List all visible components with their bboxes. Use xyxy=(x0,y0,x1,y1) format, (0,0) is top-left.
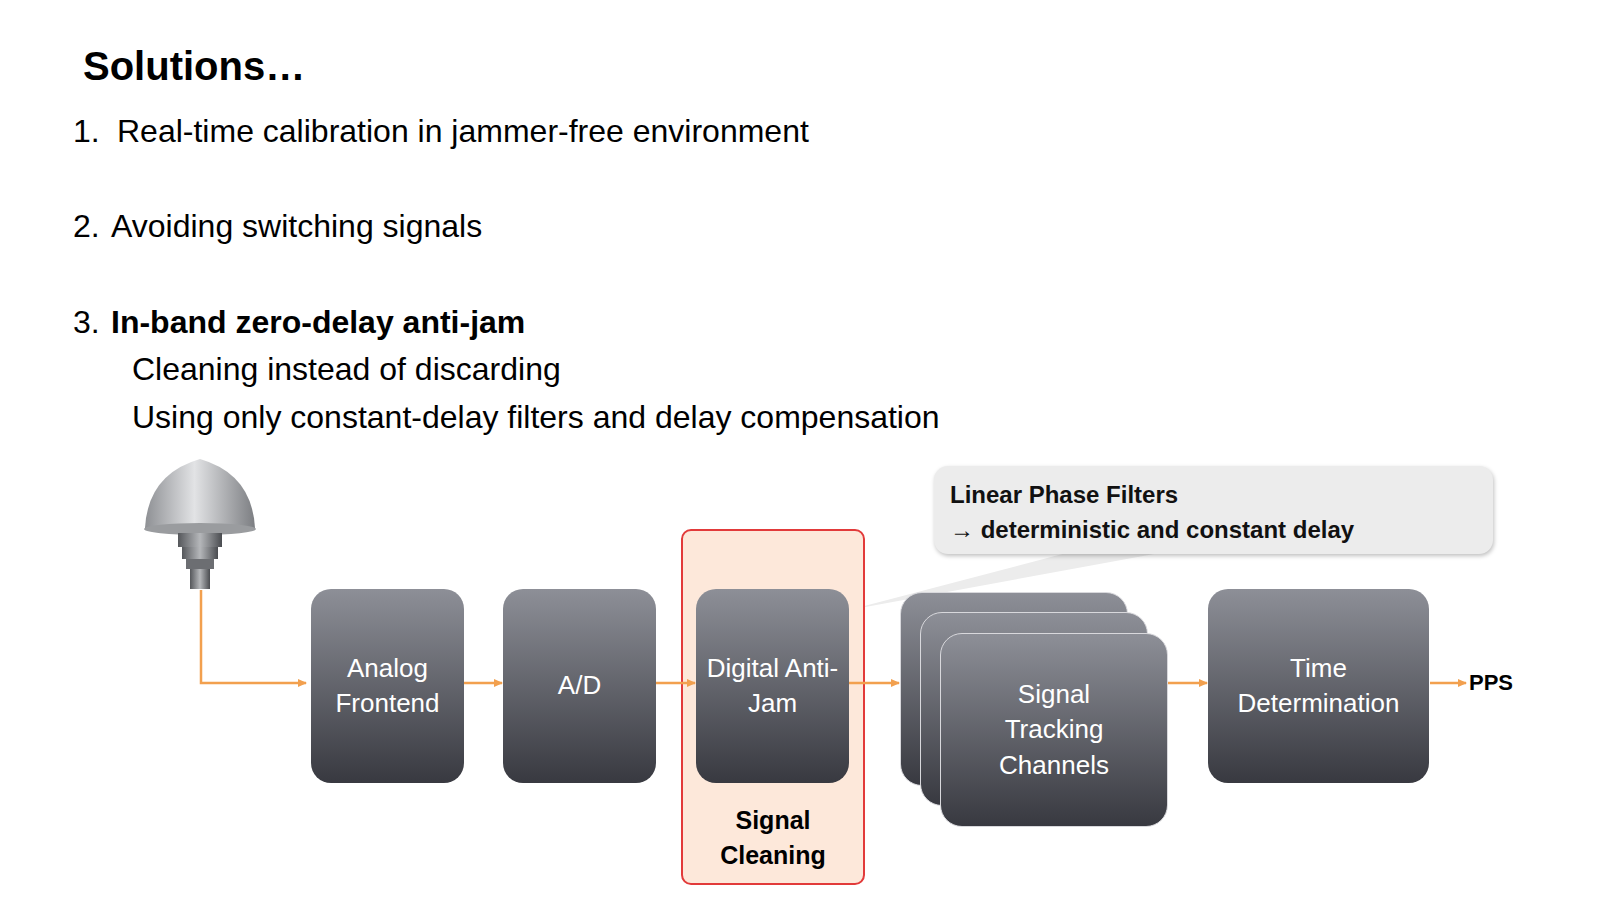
box-label: Analog Frontend xyxy=(317,651,458,721)
callout-bubble: Linear Phase Filters→ deterministic and … xyxy=(934,466,1493,554)
box-text-group: Digital Anti-Jam xyxy=(702,651,843,721)
list-item: Avoiding switching signals xyxy=(111,207,482,245)
flow-arrow xyxy=(1168,682,1207,685)
pps-output-arrow xyxy=(1430,682,1466,685)
box-text-group: A/D xyxy=(558,668,601,703)
list-number: 2. xyxy=(73,207,100,245)
process-box: Digital Anti-Jam xyxy=(696,589,849,783)
box-text-group: Time Determination xyxy=(1214,651,1423,721)
band-label: Signal Cleaning xyxy=(683,803,863,873)
box-label: Signal Tracking Channels xyxy=(991,677,1117,782)
list-item: Real-time calibration in jammer-free env… xyxy=(117,112,809,150)
slide-title: Solutions… xyxy=(83,42,305,90)
antenna-illustration xyxy=(144,459,256,589)
callout-text: Linear Phase Filters xyxy=(950,478,1477,513)
box-text-group: Signal Tracking Channels xyxy=(991,677,1117,782)
box-label: A/D xyxy=(558,668,601,703)
process-box: Time Determination xyxy=(1208,589,1429,783)
list-number: 3. xyxy=(73,303,100,341)
list-number: 1. xyxy=(73,112,100,150)
flow-arrow xyxy=(464,682,502,685)
sub-item: Cleaning instead of discarding xyxy=(132,350,561,388)
list-item: In-band zero-delay anti-jam xyxy=(111,303,525,341)
stacked-process-box: Signal Tracking Channels xyxy=(900,592,1168,827)
box-text-group: Analog Frontend xyxy=(317,651,458,721)
flow-arrow xyxy=(656,682,695,685)
sub-item: Using only constant-delay filters and de… xyxy=(132,398,940,436)
flow-arrow xyxy=(849,682,899,685)
highlight-band: Signal Cleaning Digital Anti-Jam xyxy=(681,529,865,885)
callout-text: → deterministic and constant delay xyxy=(950,513,1477,548)
output-signal: PPS xyxy=(1469,670,1513,696)
process-box: A/D xyxy=(503,589,656,783)
stacked-box-front: Signal Tracking Channels xyxy=(940,633,1168,827)
box-label: Time Determination xyxy=(1214,651,1423,721)
process-box: Analog Frontend xyxy=(311,589,464,783)
antenna-cable xyxy=(201,590,306,683)
box-label: Digital Anti-Jam xyxy=(702,651,843,721)
